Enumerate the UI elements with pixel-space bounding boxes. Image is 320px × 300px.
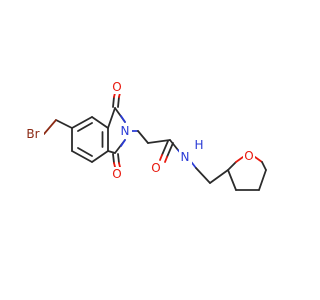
bond-c4-br bbox=[55, 119, 73, 129]
bond-thf-o-c5 bbox=[261, 161, 267, 171]
bond-c5-c6 bbox=[91, 116, 109, 129]
bond-c3-o-bottom-b-o bbox=[118, 162, 121, 168]
atom-label-oxygen-thf: O bbox=[244, 149, 253, 163]
atom-labels: Br O O N O N H O bbox=[22, 80, 255, 181]
atom-label-oxygen-top: O bbox=[112, 80, 121, 94]
bond-n-c1-half bbox=[120, 115, 126, 123]
bond-ch2-camide bbox=[147, 139, 171, 144]
atom-label-oxygen-amide: O bbox=[151, 161, 160, 175]
bond-c1-o-top-b bbox=[117, 96, 120, 108]
bond-c3-o-bottom-a-o bbox=[113, 162, 116, 168]
bond-c8-c9 bbox=[71, 150, 93, 163]
atom-label-bromine: Br bbox=[26, 127, 39, 141]
bond-camide-o-b-o bbox=[164, 156, 168, 163]
atom-label-oxygen-bottom: O bbox=[112, 167, 121, 181]
bond-camide-o-a bbox=[161, 140, 169, 156]
atom-label-nitrogen-amide: N bbox=[181, 150, 190, 164]
bond-nh-ch2 bbox=[195, 167, 211, 184]
side-chain bbox=[130, 130, 229, 184]
thf-ring bbox=[227, 156, 267, 191]
bond-n-c3-half bbox=[120, 139, 126, 147]
bond-c3-o-bottom-a bbox=[112, 153, 115, 164]
bond-c3-o-bottom-b bbox=[117, 153, 120, 164]
benzene-ring bbox=[71, 116, 109, 163]
bond-camide-nh bbox=[169, 139, 179, 151]
bond-thf-o-c5-half bbox=[254, 156, 263, 163]
bond-ch2-cthf bbox=[209, 169, 229, 184]
bond-c6-c1 bbox=[107, 107, 116, 129]
bond-thf-c3-c2 bbox=[227, 169, 237, 191]
bond-camide-o-b bbox=[166, 142, 174, 158]
bond-n-ch2 bbox=[137, 130, 149, 144]
bond-c3-c7 bbox=[107, 150, 116, 154]
molecule-structure-diagram: Br O O N O N H O bbox=[22, 80, 267, 191]
bond-c4-c5-inner bbox=[77, 122, 93, 132]
imide-ring bbox=[107, 107, 126, 154]
bond-c8-c9-inner bbox=[77, 147, 93, 157]
bond-thf-c2-o-half bbox=[235, 156, 244, 163]
bond-c4-c5 bbox=[71, 116, 93, 129]
bond-c4-br-half bbox=[43, 119, 57, 135]
atom-label-hydrogen: H bbox=[194, 138, 203, 152]
bond-c1-o-top-a bbox=[112, 96, 115, 108]
imide-carbonyls bbox=[112, 92, 121, 168]
bond-thf-c5-c4 bbox=[258, 169, 267, 191]
bond-camide-o-a-o bbox=[159, 154, 163, 161]
bond-c7-c8 bbox=[91, 150, 109, 163]
bond-thf-c2-o bbox=[227, 161, 237, 171]
atom-label-nitrogen-imide: N bbox=[121, 124, 130, 138]
